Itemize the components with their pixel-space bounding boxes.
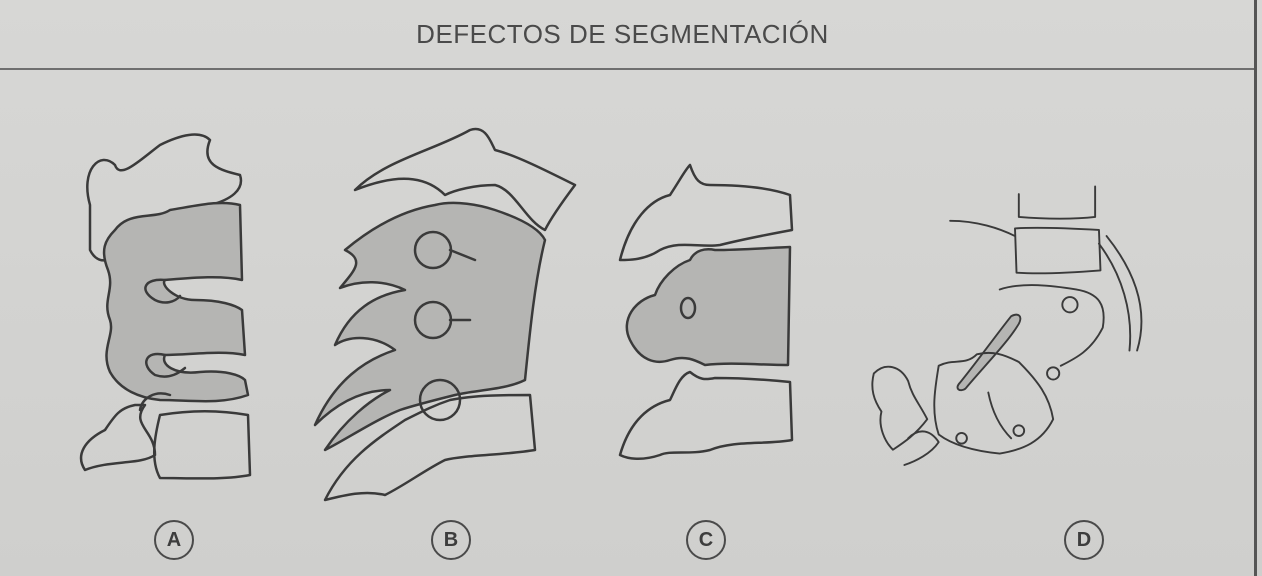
vertebra-outline xyxy=(618,370,794,460)
figure-title: DEFECTOS DE SEGMENTACIÓN xyxy=(416,18,829,49)
foramen xyxy=(1012,424,1026,437)
title-bar: DEFECTOS DE SEGMENTACIÓN xyxy=(0,0,1255,70)
vertebra-outline xyxy=(1017,185,1097,220)
vertebra-outline xyxy=(998,284,1105,367)
foramen xyxy=(1046,366,1061,381)
right-border xyxy=(1254,0,1257,576)
facet-line xyxy=(949,219,1016,238)
disc-remnant xyxy=(448,248,477,262)
vertebra-outline xyxy=(618,163,794,262)
vertebra-outline xyxy=(152,410,252,480)
foramen xyxy=(418,378,462,422)
residual-disc xyxy=(679,296,697,320)
vertebra-outline xyxy=(1014,226,1102,275)
disc-remnant xyxy=(145,352,187,378)
vertebra-outline xyxy=(138,392,172,412)
panel-d-drawing xyxy=(870,110,1160,530)
facet-line xyxy=(1105,235,1143,352)
fused-block xyxy=(313,201,547,452)
fused-block xyxy=(102,201,250,403)
vertebra-outline xyxy=(933,351,1055,455)
facet-line xyxy=(987,391,1013,440)
disc-remnant xyxy=(144,278,182,304)
foramen xyxy=(955,431,968,445)
panel-a-drawing xyxy=(60,110,350,530)
label-a: A xyxy=(154,520,194,560)
foramen xyxy=(1061,296,1079,314)
fused-block xyxy=(625,245,792,367)
panel-c-drawing xyxy=(600,110,890,530)
label-b: B xyxy=(431,520,471,560)
vertebra-outline xyxy=(323,393,537,502)
label-d: D xyxy=(1064,520,1104,560)
vertebra-outline xyxy=(903,430,940,466)
panel-b-drawing xyxy=(305,110,595,530)
vertebra-outline xyxy=(871,365,929,451)
label-c: C xyxy=(686,520,726,560)
vertebra-outline xyxy=(79,403,157,472)
vertebra-outline xyxy=(353,127,577,232)
facet-line xyxy=(1097,242,1132,352)
